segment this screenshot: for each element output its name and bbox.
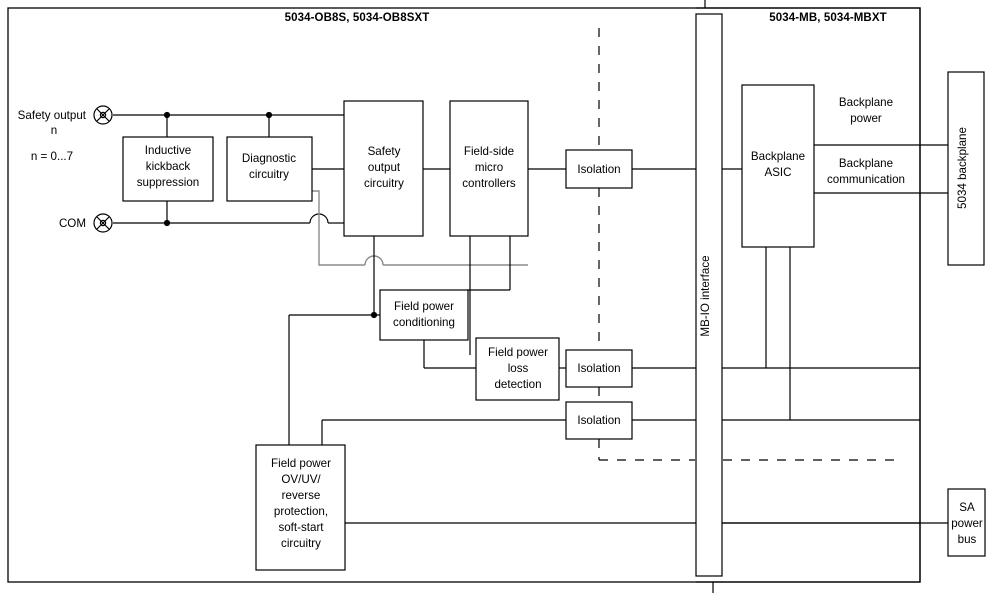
block-line: Diagnostic <box>242 152 296 165</box>
block-line: Safety <box>368 145 401 158</box>
block-field-power-conditioning[interactable]: Field power conditioning <box>379 289 469 341</box>
outer-frame-right <box>696 7 921 583</box>
terminal-safety-output[interactable] <box>93 105 113 125</box>
block-line: Field power <box>394 300 454 313</box>
label-backplane-communication-line1: Backplane <box>839 157 893 170</box>
block-5034-backplane[interactable]: 5034 backplane <box>947 71 985 266</box>
block-line: soft-start <box>278 521 324 534</box>
block-line: Inductive <box>145 144 191 157</box>
backplane-5034-label: 5034 backplane <box>956 127 969 209</box>
block-line: bus <box>958 533 977 546</box>
block-line: SA <box>959 501 975 514</box>
block-line: Isolation <box>577 362 620 375</box>
block-line: circuitry <box>364 177 404 190</box>
junction-dot-fpc <box>370 311 378 319</box>
mb-io-interface-label: MB-IO interface <box>699 255 712 336</box>
block-line: loss <box>508 362 529 375</box>
title-right: 5034-MB, 5034-MBXT <box>769 12 886 24</box>
block-line: circuitry <box>249 168 289 181</box>
wire-gray-diagnostic-down <box>312 190 365 266</box>
block-line: micro <box>475 161 503 174</box>
block-field-side-micro-controllers[interactable]: Field-side micro controllers <box>449 100 529 237</box>
block-line: ASIC <box>764 166 791 179</box>
block-line: conditioning <box>393 316 455 329</box>
block-line: Isolation <box>577 414 620 427</box>
block-line: suppression <box>137 176 200 189</box>
block-line: OV/UV/ <box>281 473 321 486</box>
block-line: power <box>951 517 983 530</box>
block-mb-io-interface[interactable]: MB-IO interface <box>695 13 723 577</box>
block-inductive-kickback-suppression[interactable]: Inductive kickback suppression <box>122 136 214 202</box>
block-safety-output-circuitry[interactable]: Safety output circuitry <box>343 100 424 237</box>
block-field-power-loss-detection[interactable]: Field power loss detection <box>475 337 560 401</box>
label-backplane-communication-line2: communication <box>827 173 905 186</box>
block-line: output <box>368 161 401 174</box>
block-isolation-bottom[interactable]: Isolation <box>565 401 633 440</box>
junction-dot-kickback-bottom <box>163 219 171 227</box>
block-isolation-middle[interactable]: Isolation <box>565 349 633 388</box>
block-field-power-protection[interactable]: Field power OV/UV/ reverse protection, s… <box>255 444 346 571</box>
label-backplane-power-line1: Backplane <box>839 96 893 109</box>
block-backplane-asic[interactable]: Backplane ASIC <box>741 84 815 248</box>
block-line: reverse <box>282 489 321 502</box>
block-line: Field power <box>271 457 331 470</box>
block-line: Isolation <box>577 163 620 176</box>
junction-dot-kickback-top <box>163 111 171 119</box>
block-line: Backplane <box>751 150 805 163</box>
junction-dot-diagnostic-top <box>265 111 273 119</box>
block-line: controllers <box>462 177 516 190</box>
block-sa-power-bus[interactable]: SA power bus <box>947 488 986 557</box>
label-safety-output-range: n = 0...7 <box>31 150 73 163</box>
block-line: detection <box>494 378 541 391</box>
terminal-com[interactable] <box>93 213 113 233</box>
block-line: Field-side <box>464 145 514 158</box>
label-backplane-power-line2: power <box>850 112 882 125</box>
block-line: circuitry <box>281 537 321 550</box>
block-isolation-top[interactable]: Isolation <box>565 149 633 189</box>
block-diagnostic-circuitry[interactable]: Diagnostic circuitry <box>226 136 313 202</box>
label-safety-output-line1: Safety output <box>18 109 87 122</box>
block-line: Field power <box>488 346 548 359</box>
title-left: 5034-OB8S, 5034-OB8SXT <box>285 12 430 24</box>
label-com: COM <box>59 217 86 230</box>
label-safety-output-line2: n <box>51 124 57 137</box>
block-line: kickback <box>146 160 191 173</box>
block-line: protection, <box>274 505 328 518</box>
